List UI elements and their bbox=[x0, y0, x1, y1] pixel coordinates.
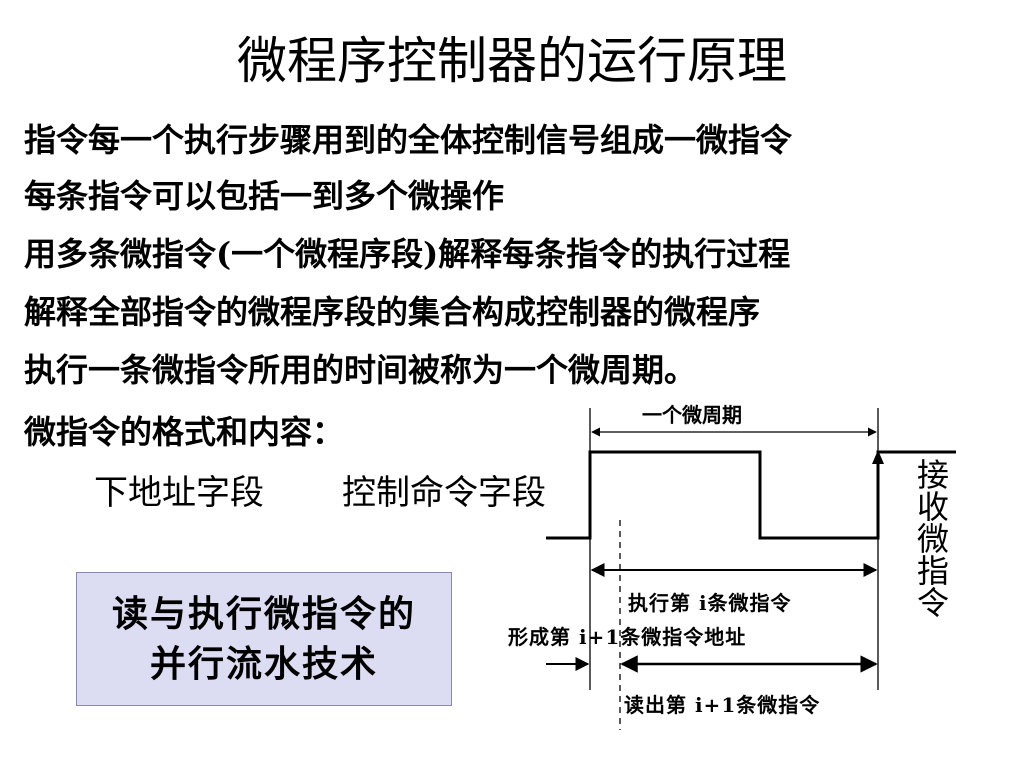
pipeline-box-line-2: 并行流水技术 bbox=[149, 643, 378, 685]
form-address-label: 形成第 i+1条微指令地址 bbox=[508, 625, 747, 649]
format-heading: 微指令的格式和内容： bbox=[24, 413, 345, 451]
read-label: 读出第 i+1条微指令 bbox=[624, 693, 821, 717]
next-address-field-label: 下地址字段 bbox=[94, 473, 264, 513]
receive-micro-instruction-label: 接收微指令 bbox=[912, 458, 950, 618]
text-line-1: 指令每一个执行步骤用到的全体控制信号组成一微指令 bbox=[24, 121, 793, 159]
pipeline-box-line-1: 读与执行微指令的 bbox=[111, 593, 416, 635]
control-command-field-label: 控制命令字段 bbox=[342, 473, 546, 513]
text-line-5: 执行一条微指令所用的时间被称为一个微周期。 bbox=[24, 351, 697, 389]
text-line-3: 用多条微指令(一个微程序段)解释每条指令的执行过程 bbox=[24, 235, 791, 273]
text-line-2: 每条指令可以包括一到多个微操作 bbox=[24, 177, 505, 215]
text-line-4: 解释全部指令的微程序段的集合构成控制器的微程序 bbox=[24, 293, 761, 331]
execute-label: 执行第 i条微指令 bbox=[628, 591, 792, 615]
clock-waveform bbox=[546, 450, 956, 540]
page-title: 微程序控制器的运行原理 bbox=[237, 32, 787, 90]
micro-cycle-label: 一个微周期 bbox=[642, 403, 742, 427]
pipeline-technique-box: 读与执行微指令的 并行流水技术 bbox=[76, 572, 452, 706]
